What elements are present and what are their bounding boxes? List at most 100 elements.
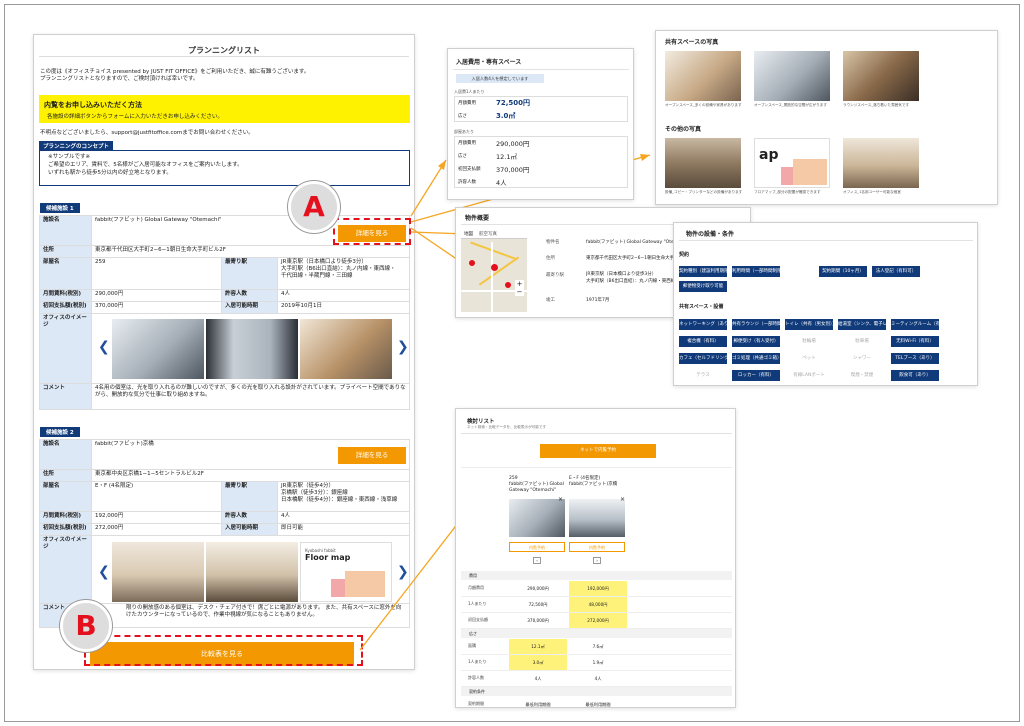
candidate-2-label: 候補施設 2 (40, 427, 80, 437)
fees-card: 入居費用・専有スペース 入居人数4人を想定しています 入居費1人あたり 月額費用… (447, 48, 634, 200)
concept-line-3: いずれも駅から徒歩5分以内の好立地となります。 (48, 169, 172, 176)
col2-name: fabbit(ファビット)京橋 (569, 481, 618, 487)
overview-map[interactable]: 地図 航空写真 +− (461, 230, 527, 312)
compare-left-chevron-icon[interactable]: ‹ (533, 557, 541, 564)
fees-capacity-value: 4人 (496, 179, 507, 187)
contract-tag: 契約期間（10ヶ月） (819, 266, 867, 277)
c1-comment-label: コメント (39, 383, 92, 410)
overview-title: 物件概要 (465, 215, 490, 222)
c1-detail-button[interactable]: 詳細を見る (338, 225, 406, 242)
compare-close-icon-1[interactable]: × (558, 496, 564, 503)
col1-room: 259 (509, 476, 518, 481)
c2-detail-button[interactable]: 詳細を見る (338, 447, 406, 464)
c2-comment: 限りの開放感のある個室は、デスク・チェア付きで！席ごとに電源があります。 また、… (91, 603, 410, 628)
fees-area-label: 広さ (458, 114, 467, 119)
c2-floor-map: Kyobashi fabbit Floor map (300, 542, 392, 602)
compare-detail-button-2[interactable]: 内覧予約 (569, 542, 625, 552)
other-photo-3 (843, 138, 919, 188)
c2-image-label: オフィスのイメージ (39, 535, 92, 604)
shared-facility-tag: 複合機（有料） (679, 336, 727, 347)
compare-section-header: 広さ (461, 629, 732, 638)
shared-photo-3 (843, 51, 919, 101)
contract-tag: 契約種別（建設利用期限） (679, 266, 727, 277)
contract-tag: 利用時間（一部時間制限） (732, 266, 780, 277)
arrow-to-compare (359, 504, 473, 651)
compare-button[interactable]: 比較表を見る (90, 642, 354, 666)
c1-office-photo-2 (206, 319, 298, 379)
c2-room-label: 部屋名 (39, 481, 92, 512)
concept-line-2: ご希望のエリア、賃料で、5名様がご入居可能なオフィスをご案内いたします。 (48, 161, 243, 168)
fees-monthly-value: 72,500円 (496, 99, 531, 107)
contact-text: 不明点などございましたら、support@justfitoffice.comまで… (40, 130, 254, 136)
c2-facility-name: fabbit(ファビット)京橋 (95, 441, 154, 447)
compare-section-header: 契約条件 (461, 687, 732, 696)
intro-line-2: プランニングリストとなりますので、ご検討頂ければ幸いです。 (40, 76, 199, 83)
concept-label: プランニングのコンセプト (39, 141, 114, 151)
c2-station-1: JR東京駅（徒歩4分） (281, 483, 334, 489)
overview-facility-label: 物件名 (546, 240, 560, 245)
map-zoom-icon[interactable]: +− (515, 280, 524, 296)
compare-row-label: 許容人数 (468, 675, 484, 680)
map-tab-map[interactable]: 地図 (464, 232, 473, 237)
c1-station-2: 大手町駅（B6出口直結）：丸ノ内線・東西線・ (281, 265, 396, 272)
c2-floor-map-small: Kyobashi fabbit (305, 548, 336, 553)
col1-name-2: Gateway "Otemachi" (509, 487, 557, 493)
compare-row-label: 初回支払額 (468, 617, 488, 622)
compare-cell: 7.6㎡ (592, 644, 604, 649)
compare-subtitle: ネット検索・比較データを、比較表示が可能です (467, 425, 547, 429)
compare-right-chevron-icon[interactable]: › (593, 557, 601, 564)
c1-room: 259 (91, 257, 222, 290)
c1-prev-chevron-icon[interactable]: ❮ (98, 339, 110, 355)
compare-row-label: 契約期間 (468, 701, 484, 706)
other-caption-1: 設備_コピー・プリンターなどの設備があります (665, 190, 743, 194)
compare-cell: 最低利用期間 (525, 702, 551, 707)
c2-station-2: 京橋駅（徒歩3分）：銀座線 (281, 489, 348, 496)
annotation-a-badge: A (288, 181, 340, 233)
shared-facility-tag: 共有ラウンジ（一部時間制限） (732, 319, 780, 330)
fees-initial-value: 370,000円 (496, 166, 530, 174)
shared-facility-tag: TELブース（あり） (891, 353, 939, 364)
map-tab-satellite[interactable]: 航空写真 (479, 232, 497, 237)
fees-capacity-label: 許容人数 (458, 180, 476, 185)
fees-monthly-label: 月額費用 (458, 101, 476, 106)
c1-office-photo-1 (112, 319, 204, 379)
c2-station-3: 日本橋駅（徒歩4分）：銀座線・東西線・浅草線 (281, 496, 398, 503)
contract-tag: 郵便物受け取り可能 (679, 281, 727, 292)
shared-photo-2 (754, 51, 830, 101)
compare-col2-title: E・F (4名限定) fabbit(ファビット)京橋 (569, 476, 617, 488)
c2-initial-label: 初回支払額(税別) (39, 523, 92, 536)
c1-initial-label: 初回支払額(税別) (39, 301, 92, 314)
compare-close-icon-2[interactable]: × (620, 496, 626, 503)
shared-caption-2: オープンスペース_開放的な空間が広がります (754, 103, 827, 107)
other-photo-2: ap (754, 138, 830, 188)
shared-facility-tag: ペット (785, 353, 833, 364)
shared-facility-tag: カフェ（セルフドリンク） (679, 353, 727, 364)
shared-facility-tag: ゴミ処理（共通ゴミ箱） (732, 353, 780, 364)
compare-orange-button[interactable]: ネットで内覧予約 (540, 444, 656, 458)
shared-facility-tag: 飲食可（あり） (891, 370, 939, 381)
fees-area-value: 3.0㎡ (496, 112, 516, 120)
compare-cell: 3.0㎡ (509, 655, 567, 670)
compare-card: 検討リスト ネット検索・比較データを、比較表示が可能です ネットで内覧予約 25… (455, 408, 736, 708)
c1-station-3: 千代田線・半蔵門線・三田線 (281, 272, 353, 279)
compare-section-header: 費用 (461, 571, 732, 580)
c1-next-chevron-icon[interactable]: ❯ (397, 339, 409, 355)
compare-detail-button-1[interactable]: 内覧予約 (509, 542, 565, 552)
shared-facility-tag: ネットワーキング（あり） (679, 319, 727, 330)
compare-cell: 192,000円 (569, 581, 627, 596)
compare-title: 検討リスト (467, 419, 495, 425)
shared-facility-tag: トイレ（共有（男女別）） (785, 319, 833, 330)
shared-facility-tag: 給湯室（シンク、電子レンジ） (838, 319, 886, 330)
other-caption-2: フロアマップ_部分の配置が確認できます (754, 190, 821, 194)
concept-line-1: ※サンプルです※ (48, 154, 91, 160)
overview-facility-value: fabbit(ファビット) Global Gateway "Otemachi" (586, 240, 676, 245)
shared-facility-tag: 有線LANポート (785, 370, 833, 381)
overview-address-label: 住所 (546, 256, 555, 261)
equipment-title: 物件の設備・条件 (686, 231, 735, 238)
outer-frame (4, 4, 1020, 722)
c2-prev-chevron-icon[interactable]: ❮ (98, 564, 110, 580)
c2-next-chevron-icon[interactable]: ❯ (397, 564, 409, 580)
compare-row-label: 月額費用 (468, 585, 484, 590)
shared-facility-tag: 无料Wi-Fi（有料） (891, 336, 939, 347)
fees-rent-label: 月額費用 (458, 141, 476, 146)
